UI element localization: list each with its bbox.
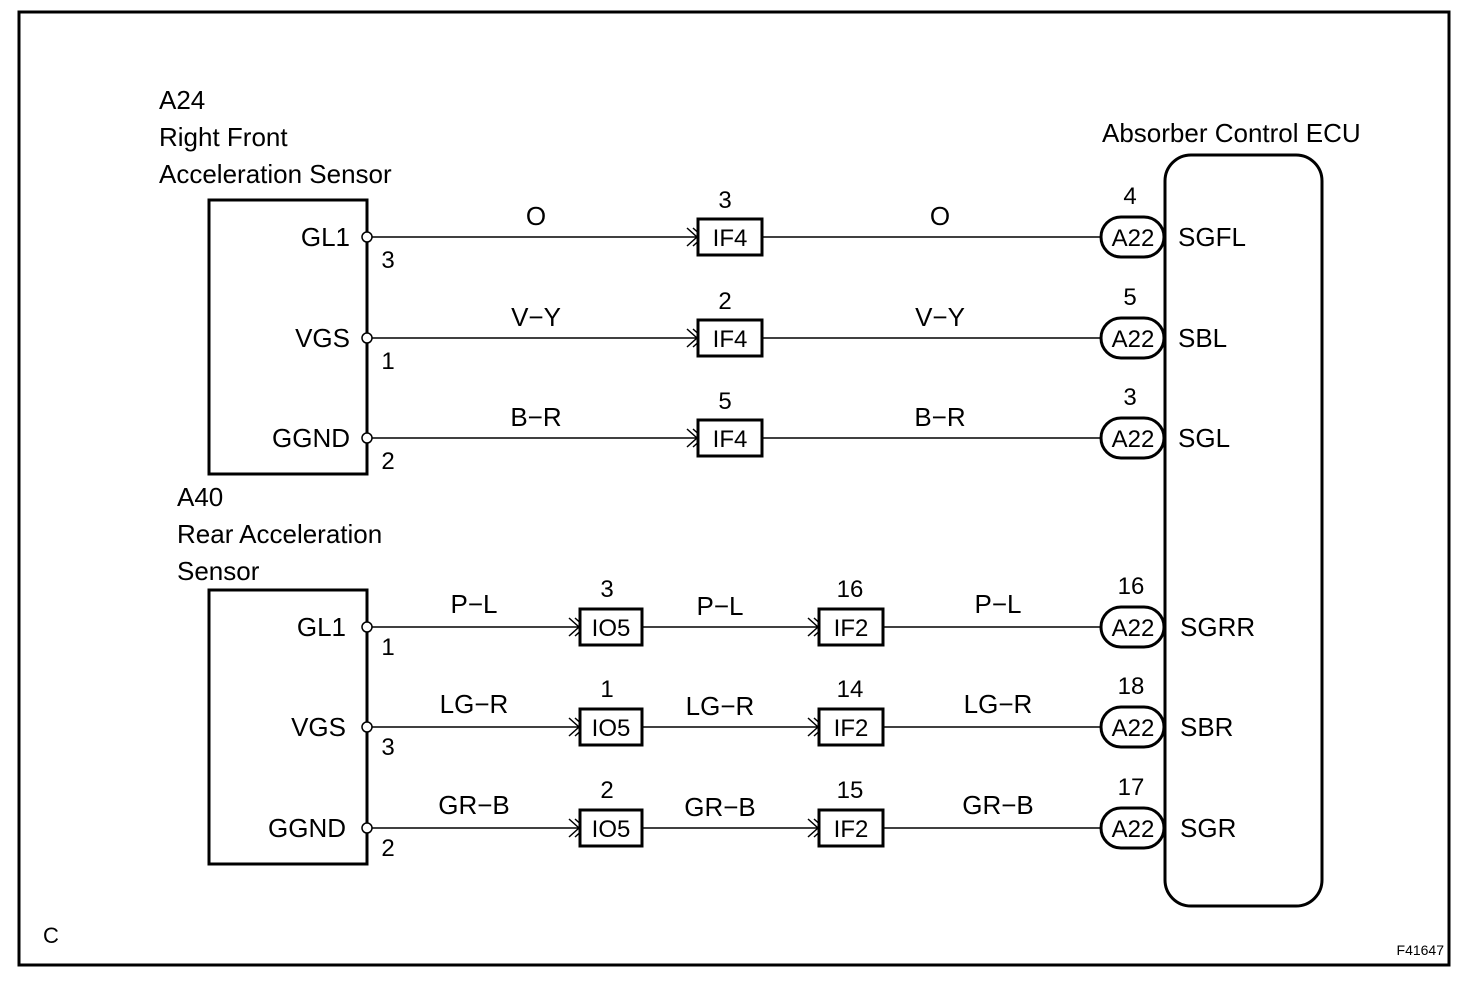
front-circuit-2-sensor-pin-number: 1 (381, 348, 394, 375)
rear-circuit-2-jc2-label: IF2 (834, 715, 869, 742)
front-circuit-1-wire-color-a: O (526, 201, 546, 231)
front-circuit-1-wire-color-b: O (930, 201, 950, 231)
front-sensor-code: A24 (159, 85, 205, 115)
rear-circuit-1-wire-color-a: P−L (451, 589, 498, 619)
frame-letter: C (43, 923, 59, 948)
rear-circuit-2-wire-color-a: LG−R (440, 689, 509, 719)
figure-code: F41647 (1397, 942, 1445, 958)
front-circuit-3-sensor-terminal: GGND (272, 423, 350, 453)
front-circuit-2-wire-color-b: V−Y (915, 302, 965, 332)
rear-circuit-3-jc2-pin-number: 15 (837, 777, 864, 804)
rear-circuit-2-jc1-pin-number: 1 (600, 676, 613, 703)
rear-circuit-1-jc2-box (817, 607, 885, 647)
front-circuit-1-sensor-pin-number: 3 (381, 247, 394, 274)
rear-circuit-2-sensor-pin-terminal (361, 721, 373, 733)
rear-circuit-2-jc2-pin-number: 14 (837, 676, 864, 703)
front-circuit-2-ecu-connector-label: A22 (1112, 326, 1155, 353)
rear-circuit-2-wire-color-c: LG−R (964, 689, 1033, 719)
front-circuit-1-jc-pin-number: 3 (718, 187, 731, 214)
rear-circuit-3-jc1-pin-number: 2 (600, 777, 613, 804)
circuits-group: GL13OIF43OA224SGFLVGS1V−YIF42V−YA225SBLG… (268, 183, 1255, 862)
rear-sensor-name-line2: Sensor (177, 556, 260, 586)
rear-circuit-2-sensor-terminal: VGS (291, 712, 346, 742)
front-circuit-2-ecu-connector-oval (1099, 316, 1166, 360)
front-circuit-3-jc-pin-number: 5 (718, 388, 731, 415)
front-circuit-1-sensor-terminal: GL1 (301, 222, 350, 252)
rear-circuit-3-ecu-connector-label: A22 (1112, 816, 1155, 843)
rear-circuit-1-ecu-pin-number: 16 (1118, 573, 1145, 600)
rear-circuit-3-jc1-box (578, 808, 644, 848)
front-circuit-2-sensor-pin-terminal (361, 332, 373, 344)
rear-circuit-2-ecu-pin-number: 18 (1118, 673, 1145, 700)
rear-sensor-code: A40 (177, 482, 223, 512)
rear-sensor-name-line1: Rear Acceleration (177, 519, 382, 549)
front-circuit-2-jc-label: IF4 (713, 326, 748, 353)
front-circuit-3-wire-color-a: B−R (510, 402, 561, 432)
rear-circuit-1-jc2-label: IF2 (834, 615, 869, 642)
rear-circuit-1-wire-color-b: P−L (697, 591, 744, 621)
rear-circuit-1-sensor-pin-number: 1 (381, 634, 394, 661)
diagram-frame (17, 10, 1451, 967)
front-circuit-3-sensor-pin-terminal (361, 432, 373, 444)
rear-circuit-2-jc1-box (578, 707, 644, 747)
rear-circuit-3-sensor-pin-number: 2 (381, 835, 394, 862)
rear-circuit-3-sensor-terminal: GGND (268, 813, 346, 843)
front-circuit-2-ecu-terminal: SBL (1178, 323, 1227, 353)
rear-circuit-3-wire-color-b: GR−B (684, 792, 756, 822)
rear-circuit-2-ecu-terminal: SBR (1180, 712, 1233, 742)
front-circuit-3-ecu-connector-oval (1099, 416, 1166, 460)
front-circuit-1-sensor-pin-terminal (361, 231, 373, 243)
front-circuit-2-sensor-terminal: VGS (295, 323, 350, 353)
ecu-name: Absorber Control ECU (1102, 118, 1361, 148)
front-circuit-2-jc-pin-number: 2 (718, 288, 731, 315)
front-circuit-3-wire-color-b: B−R (914, 402, 965, 432)
front-circuit-1-ecu-terminal: SGFL (1178, 222, 1246, 252)
rear-circuit-3-wire-color-c: GR−B (962, 790, 1034, 820)
front-circuit-1-ecu-connector-oval (1099, 215, 1166, 259)
rear-circuit-1-sensor-pin-terminal (361, 621, 373, 633)
rear-circuit-3-wire-color-a: GR−B (438, 790, 510, 820)
front-circuit-1-jc-box (696, 217, 764, 257)
rear-circuit-1-jc1-box (578, 607, 644, 647)
front-circuit-3-ecu-terminal: SGL (1178, 423, 1230, 453)
rear-circuit-3-sensor-pin-terminal (361, 822, 373, 834)
rear-circuit-3-jc2-box (817, 808, 885, 848)
rear-circuit-1-jc1-pin-number: 3 (600, 576, 613, 603)
rear-circuit-1-wire-color-c: P−L (975, 589, 1022, 619)
rear-circuit-2-jc2-box (817, 707, 885, 747)
front-circuit-1-ecu-pin-number: 4 (1123, 183, 1136, 210)
rear-circuit-1-ecu-connector-oval (1099, 605, 1166, 649)
rear-circuit-3-jc1-label: IO5 (592, 816, 631, 843)
rear-circuit-2-jc1-label: IO5 (592, 715, 631, 742)
front-circuit-1-ecu-connector-label: A22 (1112, 225, 1155, 252)
rear-circuit-2-ecu-connector-label: A22 (1112, 715, 1155, 742)
front-circuit-3-jc-label: IF4 (713, 426, 748, 453)
rear-circuit-3-ecu-pin-number: 17 (1118, 774, 1145, 801)
front-circuit-3-ecu-pin-number: 3 (1123, 384, 1136, 411)
rear-circuit-3-jc2-label: IF2 (834, 816, 869, 843)
front-circuit-2-wire-color-a: V−Y (511, 302, 561, 332)
front-sensor-name-line1: Right Front (159, 122, 288, 152)
front-sensor-name-line2: Acceleration Sensor (159, 159, 392, 189)
front-circuit-1-jc-label: IF4 (713, 225, 748, 252)
rear-circuit-3-ecu-terminal: SGR (1180, 813, 1236, 843)
front-circuit-2-ecu-pin-number: 5 (1123, 284, 1136, 311)
rear-circuit-1-jc1-label: IO5 (592, 615, 631, 642)
rear-circuit-1-ecu-connector-label: A22 (1112, 615, 1155, 642)
ecu-box (1163, 153, 1324, 908)
rear-circuit-2-wire-color-b: LG−R (686, 691, 755, 721)
rear-circuit-2-sensor-pin-number: 3 (381, 734, 394, 761)
rear-circuit-1-sensor-terminal: GL1 (297, 612, 346, 642)
rear-circuit-2-ecu-connector-oval (1099, 705, 1166, 749)
rear-circuit-1-ecu-terminal: SGRR (1180, 612, 1255, 642)
front-circuit-3-jc-box (696, 418, 764, 458)
front-circuit-3-sensor-pin-number: 2 (381, 448, 394, 475)
rear-circuit-3-ecu-connector-oval (1099, 806, 1166, 850)
rear-circuit-1-jc2-pin-number: 16 (837, 576, 864, 603)
front-circuit-3-ecu-connector-label: A22 (1112, 426, 1155, 453)
front-circuit-2-jc-box (696, 318, 764, 358)
